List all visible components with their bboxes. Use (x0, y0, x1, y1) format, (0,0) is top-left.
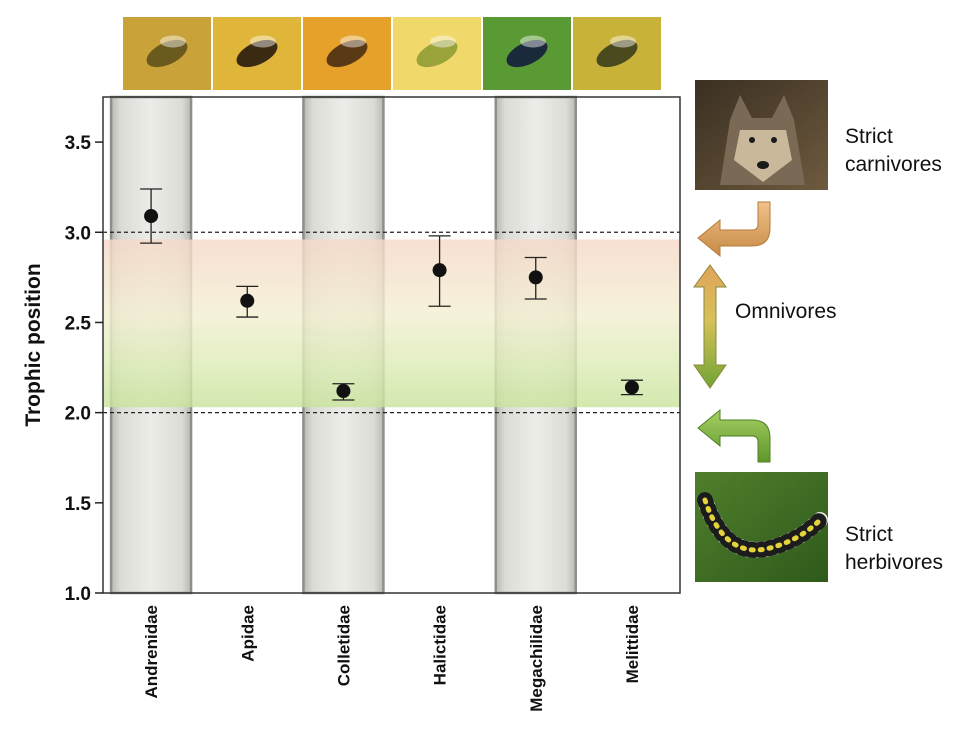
wing-icon (250, 35, 276, 48)
y-tick-label: 2.0 (65, 404, 91, 425)
bee-colletidae-photo (303, 17, 391, 90)
data-point-halictidae (428, 235, 451, 307)
marker (336, 383, 351, 398)
bee-melittidae-photo (573, 17, 661, 90)
x-category-label: Apidae (238, 605, 257, 662)
omnivores-label: Omnivores (735, 300, 837, 323)
bee-icon (416, 39, 458, 68)
bee-andrenidae-photo (123, 17, 211, 90)
bee-icon (146, 39, 188, 68)
marker (624, 380, 639, 395)
y-axis-label: Trophic position (22, 263, 45, 426)
marker (432, 263, 447, 278)
bee-halictidae-photo (393, 17, 481, 90)
y-tick-label: 3.0 (65, 223, 91, 244)
plot-area: 1.0 1.5 2.0 2.5 3.0 3.5 (65, 95, 681, 605)
marker (240, 293, 255, 308)
carnivores-label-line1: Strict (845, 125, 893, 148)
carnivores-label-line2: carnivores (845, 153, 942, 176)
wolf-photo (695, 80, 828, 190)
marker (528, 270, 543, 285)
x-category-label: Andrenidae (142, 605, 161, 699)
bee-icon (326, 39, 368, 68)
arrow-from-herbivores-icon (697, 408, 771, 463)
plot-frame (102, 96, 681, 594)
wing-icon (160, 35, 186, 48)
bee-icon (596, 39, 638, 68)
bee-photo-row (123, 17, 661, 90)
wing-icon (520, 35, 546, 48)
x-category-label: Halictidae (431, 605, 450, 685)
omnivore-band (103, 239, 680, 408)
arrow-to-carnivores-icon (697, 201, 771, 258)
data-point-colletidae (332, 383, 355, 401)
wing-icon (430, 35, 456, 48)
bee-icon (236, 39, 278, 68)
bee-icon (506, 39, 548, 68)
herbivores-label-line1: Strict (845, 523, 893, 546)
bee-megachilidae-photo (483, 17, 571, 90)
data-point-melittidae (620, 379, 643, 396)
x-category-label: Melittidae (623, 605, 642, 683)
bee-apidae-photo (213, 17, 301, 90)
data-point-megachilidae (524, 256, 547, 300)
wing-icon (340, 35, 366, 48)
data-point-apidae (236, 285, 259, 318)
marker (144, 209, 159, 224)
y-tick-label: 2.5 (65, 313, 92, 334)
herbivores-label-line2: herbivores (845, 551, 943, 574)
x-category-label: Megachilidae (527, 605, 546, 712)
wing-icon (610, 35, 636, 48)
y-tick-label: 3.5 (65, 133, 92, 154)
caterpillar-photo (695, 472, 828, 582)
omnivore-double-arrow-icon (693, 264, 727, 389)
data-point-andrenidae (140, 188, 163, 244)
y-tick-label: 1.5 (65, 494, 92, 515)
x-category-label: Colletidae (334, 605, 353, 686)
y-tick-label: 1.0 (65, 584, 91, 605)
